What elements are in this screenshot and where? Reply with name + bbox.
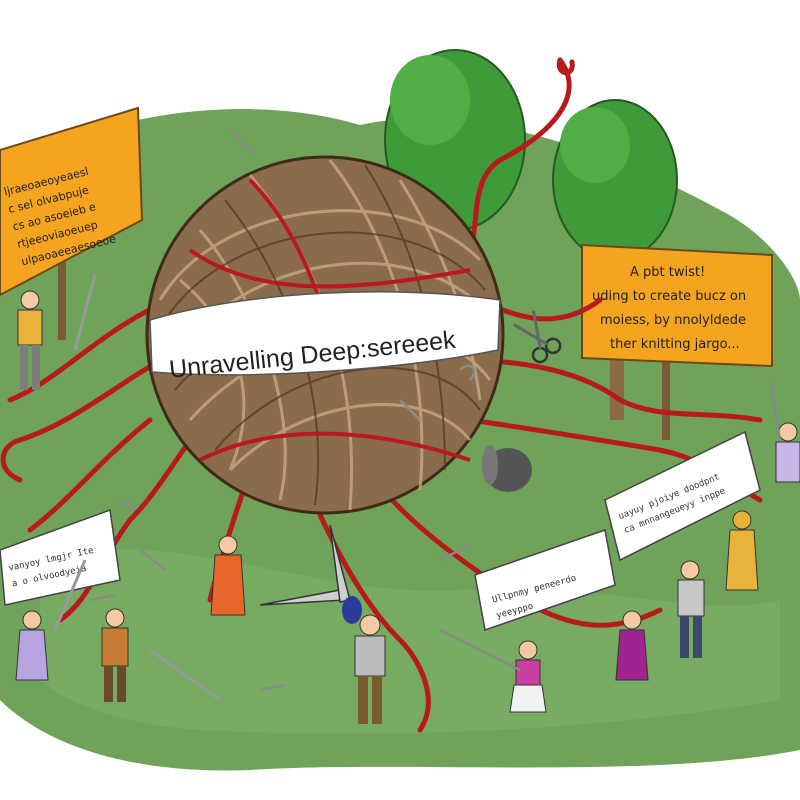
title-banner: Unravelling Deep:sereeek: [149, 291, 501, 384]
scissors-icon: [513, 310, 562, 364]
scissors-icon: [259, 524, 362, 624]
person-red-dress: [210, 535, 246, 616]
note-bubble-right: uayuy pjoiye doodpnt ca mnnangeueyy inpp…: [604, 430, 761, 562]
person-grey-scissors: [354, 614, 386, 724]
person-brown: [101, 608, 129, 702]
person-grey-right: [677, 560, 705, 658]
left-sign: ljraeoaeoyeaesl c sel olvabpuje cs ao as…: [0, 106, 144, 340]
spool-icon: [482, 445, 532, 492]
svg-text:ljraeoaeoyeaesl c sel ol: ljraeoaeoyeaesl c sel olvabpuje cs ao as…: [3, 162, 118, 268]
person-sign-holder: [17, 290, 43, 390]
person-pink-stick: [439, 628, 547, 713]
wrench-icon: [89, 129, 476, 692]
right-sign-line: moiess, by nnolyldede: [600, 313, 746, 328]
right-sign: A pbt twist! uding to create bucz on moi…: [581, 243, 773, 440]
note-bubble-center: Ullpnmy peneerdo yeeyppo: [474, 529, 616, 631]
person-purple-left: [15, 610, 49, 681]
right-sign-line: A pbt twist!: [630, 265, 705, 280]
person-yellow: [725, 510, 759, 591]
right-sign-line: ther knitting jargo...: [610, 337, 740, 352]
person-far-right: [768, 379, 800, 483]
knitting-needles: [53, 274, 221, 702]
right-sign-line: uding to create bucz on: [592, 289, 746, 304]
person-magenta: [615, 610, 649, 681]
svg-text:A pbt twist! uding to cr: A pbt twist! uding to create bucz on moi…: [592, 265, 750, 352]
